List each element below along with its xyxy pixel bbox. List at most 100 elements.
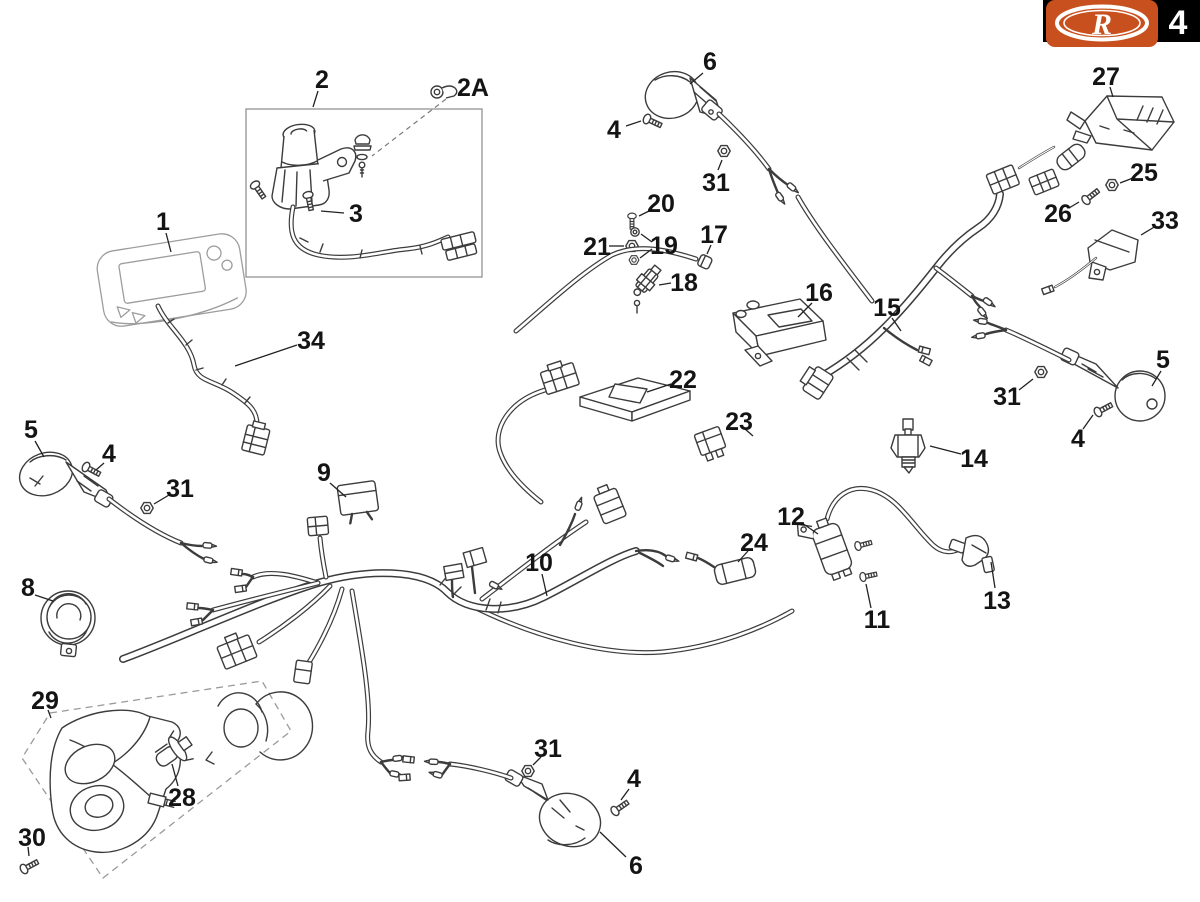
part-callout-20: 20 [647, 190, 675, 218]
callout-leader-24 [737, 550, 749, 563]
callout-leader-4 [1082, 414, 1094, 430]
part-12-ignition-coil [796, 488, 961, 581]
part-13-spark-plug-cap [948, 534, 995, 574]
callout-leader-29 [47, 709, 52, 719]
part-10-main-wiring-harness [123, 483, 792, 780]
part-31-nut-rear [521, 764, 535, 778]
brand-logo-letter: R [1091, 8, 1112, 41]
callout-leader-31 [717, 159, 723, 171]
callout-leader-13 [990, 561, 996, 589]
part-34-speedometer-cable [158, 306, 271, 456]
part-callout-23: 23 [725, 408, 753, 436]
part-callout-26: 26 [1044, 200, 1072, 228]
callout-leader-19 [640, 233, 653, 243]
callout-leader-12 [801, 522, 819, 535]
part-callout-3: 3 [349, 200, 363, 228]
callout-leader-34 [234, 344, 298, 367]
part-27-tail-light [1017, 95, 1175, 196]
callout-leader-3 [320, 210, 345, 214]
part-33-resistor [1040, 229, 1139, 296]
callout-leader-6 [689, 72, 704, 85]
callout-leader-10 [541, 573, 548, 597]
part-30-screw [17, 856, 41, 876]
part-31-nut-left [140, 501, 154, 515]
part-callout-2: 2 [315, 66, 329, 94]
callout-leader-5 [34, 440, 45, 458]
part-callout-33: 33 [1151, 207, 1179, 235]
callout-leader-28 [171, 763, 179, 787]
callout-leader-27 [1109, 86, 1114, 98]
part-2a-ring-clamp [371, 85, 458, 157]
page-number: 4 [1169, 4, 1188, 42]
callout-leader-31 [1018, 378, 1034, 391]
part-callout-34: 34 [297, 327, 325, 355]
part-callout-1: 1 [156, 208, 170, 236]
fastener-stack-19-20-21 [625, 212, 640, 265]
part-5-right-turn-signal [970, 316, 1166, 422]
part-callout-2A: 2A [457, 74, 489, 102]
part-31-nut-front [717, 144, 731, 158]
part-callout-18: 18 [670, 269, 698, 297]
part-callout-17: 17 [700, 221, 728, 249]
callout-leader-22 [646, 383, 672, 393]
part-callout-19: 19 [650, 232, 678, 260]
part-callout-31: 31 [534, 735, 562, 763]
callout-leader-31 [153, 494, 170, 505]
part-callout-28: 28 [168, 784, 196, 812]
part-callout-4: 4 [627, 765, 641, 793]
callout-leader-8 [34, 594, 54, 602]
part-23-relay [693, 426, 727, 462]
part-callout-11: 11 [864, 606, 891, 634]
part-callout-5: 5 [24, 416, 38, 444]
callout-leader-17 [706, 244, 712, 255]
header: R 4 [1043, 0, 1200, 47]
part-callout-4: 4 [1071, 425, 1085, 453]
part-5-left-turn-signal [18, 451, 219, 566]
part-callout-31: 31 [702, 169, 730, 197]
part-24-fuse-holder [684, 551, 757, 585]
callout-leader-19 [639, 248, 653, 259]
callout-leader-14 [929, 445, 962, 455]
callout-leader-23 [744, 428, 754, 437]
part-callout-24: 24 [740, 529, 768, 557]
part-8-horn [40, 590, 96, 658]
part-1-instrument-cluster [96, 233, 247, 327]
part-callout-14: 14 [960, 445, 988, 473]
part-callout-4: 4 [102, 440, 116, 468]
part-callout-22: 22 [669, 366, 697, 394]
part-28-headlight-bulb [154, 730, 194, 767]
callout-leader-9 [329, 482, 347, 498]
callout-leader-4 [620, 788, 630, 801]
part-16-cdi-unit [732, 298, 827, 367]
part-callout-30: 30 [18, 824, 46, 852]
callout-leader-30 [27, 846, 30, 857]
part-2-frame-box [245, 108, 483, 278]
part-4-screw-rear [608, 797, 632, 818]
part-14-oil-pressure-switch [890, 418, 926, 474]
part-22-ecu-unit [498, 360, 691, 502]
part-callout-16: 16 [805, 279, 833, 307]
part-31-nut-right [1034, 365, 1048, 379]
part-callout-29: 29 [31, 687, 59, 715]
part-11-screws [853, 537, 879, 583]
callout-leader-2 [312, 90, 319, 108]
part-17-lead-wire [516, 249, 713, 331]
part-callout-9: 9 [317, 459, 331, 487]
callout-leader-5 [1151, 370, 1162, 387]
part-callout-31: 31 [166, 475, 194, 503]
part-callout-5: 5 [1156, 346, 1170, 374]
part-callout-10: 10 [525, 549, 553, 577]
callout-leader-16 [797, 302, 813, 318]
part-29-headlight-assembly [21, 680, 314, 879]
part-6-rear-turn-signal [398, 755, 602, 848]
callout-leader-6 [599, 831, 627, 858]
callout-leader-31 [532, 756, 542, 766]
callout-leader-4 [95, 462, 105, 471]
callout-leader-1 [165, 232, 172, 253]
part-callout-6: 6 [703, 48, 717, 76]
callout-leader-26 [1068, 201, 1080, 209]
callout-leader-18 [658, 282, 672, 286]
part-callout-15: 15 [873, 294, 901, 322]
